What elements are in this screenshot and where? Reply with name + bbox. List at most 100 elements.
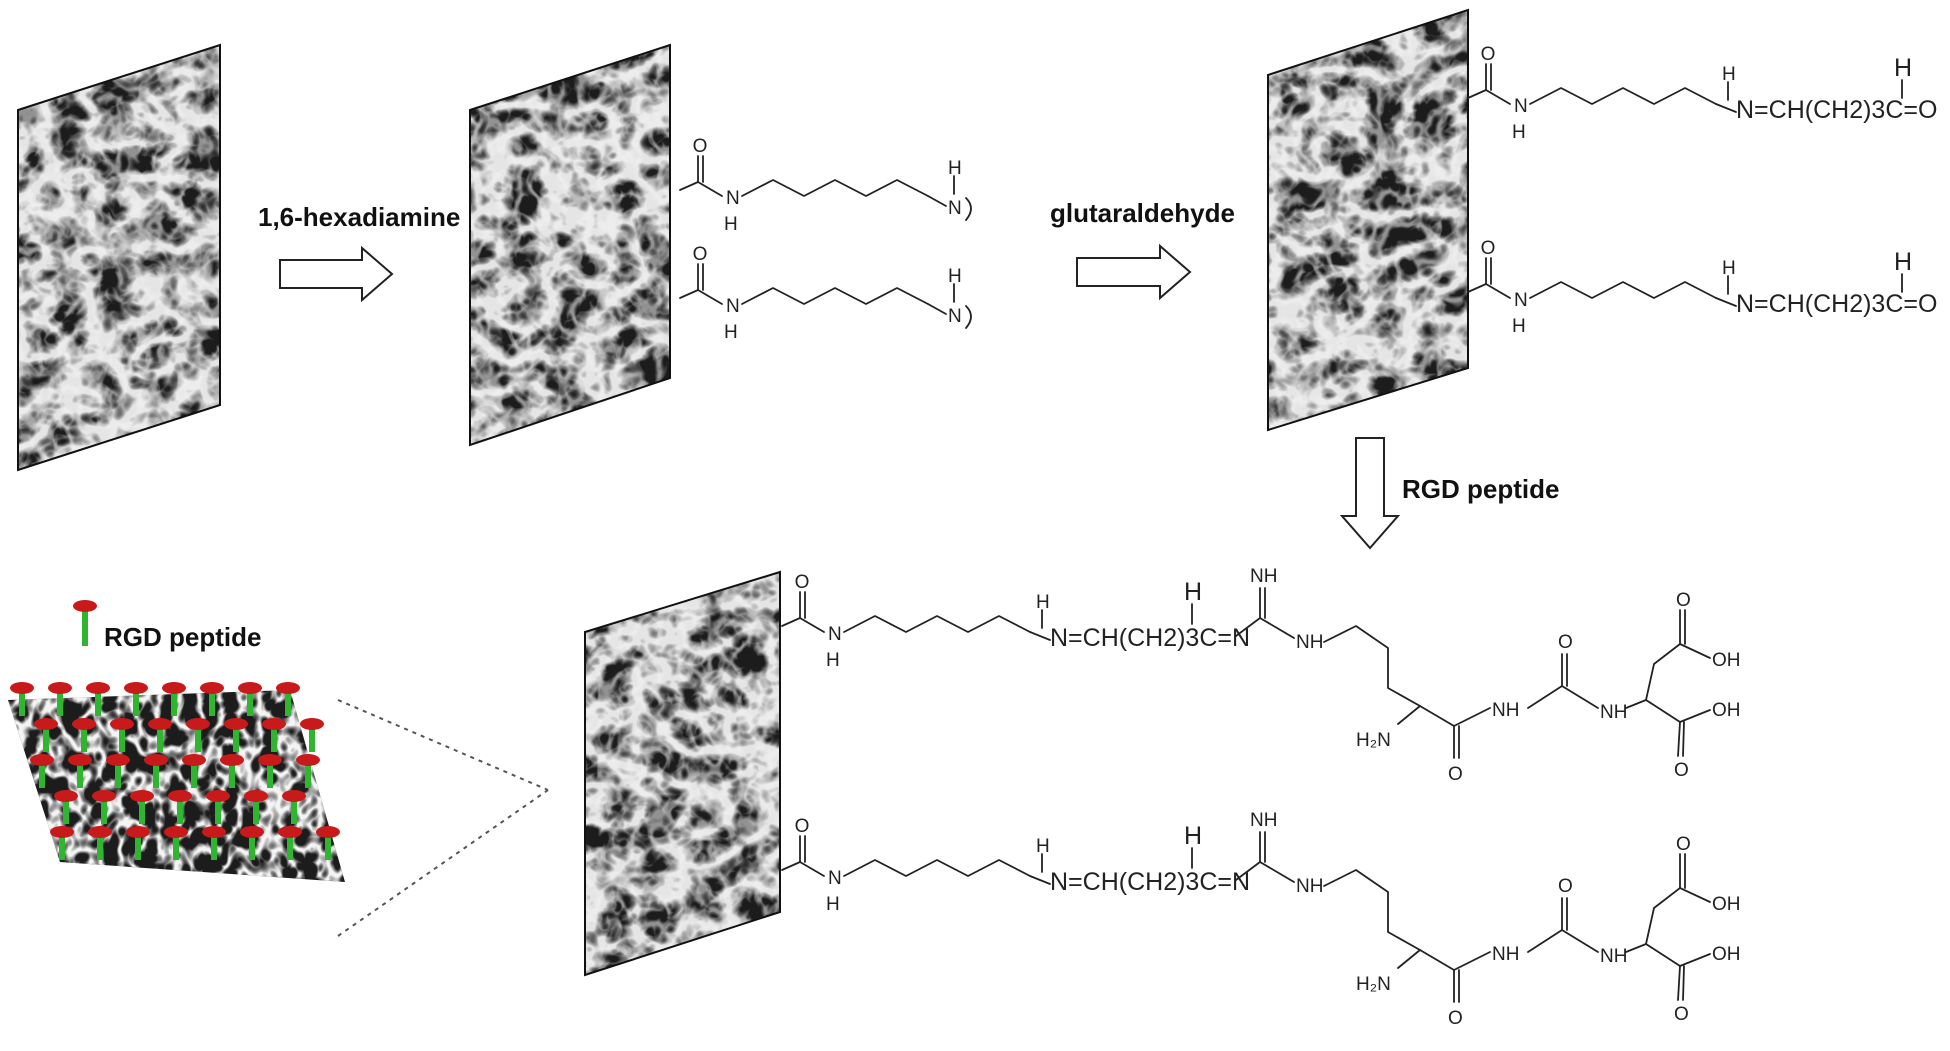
- aldehyde-bottom-carbonyl-o: O: [1481, 238, 1496, 259]
- amine-bottom-terminal-h: H: [948, 266, 962, 287]
- amine-top-terminal-h: H: [948, 158, 962, 179]
- step1-arrow: [279, 245, 394, 303]
- rgd-peptide-marker: [278, 826, 302, 860]
- rgd-peptide-marker: [144, 754, 168, 788]
- aldehyde-top-amide-h: H: [1512, 122, 1526, 143]
- rgd-peptide-marker: [296, 754, 320, 788]
- rgd-top-arg-nh2-bond: [1397, 705, 1421, 725]
- rgd-peptide-marker: [30, 754, 54, 788]
- rgd-peptide-marker: [182, 754, 206, 788]
- rgd-top-asp-o: O: [1674, 760, 1689, 781]
- rgd-bottom-arg-co-bond: [1419, 949, 1455, 971]
- amine-bottom-terminal-bond: [927, 303, 947, 315]
- rgd-top-carbonyl-o: O: [795, 572, 810, 593]
- rgd-peptide-marker: [186, 718, 210, 752]
- aldehyde-top-terminal-bond: [1715, 103, 1737, 113]
- rgd-bottom-gly-n-bond: [1453, 951, 1491, 971]
- rgd-top-terminal-bond: [1029, 631, 1051, 641]
- rgd-bottom-hexyl-chain: [843, 859, 1031, 877]
- rgd-top-asp-side-oh: OH: [1712, 650, 1741, 671]
- rgd-bottom-asp-co: [1677, 965, 1681, 1001]
- amine-top-amide-n: N: [726, 188, 740, 209]
- aldehyde-top-ald-h: H: [1894, 54, 1912, 82]
- rgd-bottom-asp-side-oh-bond: [1679, 887, 1711, 903]
- rgd-peptide-marker: [34, 718, 58, 752]
- rgd-peptide-marker: [202, 826, 226, 860]
- rgd-peptide-marker: [162, 682, 186, 716]
- rgd-bottom-asp-oh: OH: [1712, 944, 1741, 965]
- aldehyde-bottom-terminal-bond: [1715, 297, 1737, 307]
- amine-top-surface-bond: [679, 181, 699, 191]
- rgd-peptide-marker: [262, 718, 286, 752]
- rgd-bottom-gly-ch2: [1527, 929, 1563, 953]
- rgd-peptide-marker: [206, 790, 230, 824]
- rgd-bottom-asp-n-bond: [1561, 929, 1599, 953]
- rgd-top-ald-h: H: [1184, 578, 1202, 606]
- rgd-peptide-marker: [48, 682, 72, 716]
- aldehyde-bottom-amide-h: H: [1512, 316, 1526, 337]
- rgd-bottom-surface-bond: [781, 861, 801, 871]
- rgd-top-asp-sidechain: [1645, 643, 1681, 701]
- aldehyde-top-formula: N=CH(CH2)3C=O: [1736, 96, 1937, 124]
- amine-top-amide-h: H: [724, 214, 738, 235]
- amine-bottom-terminal-bracket: [965, 305, 972, 329]
- rgd-top-arg-nh2: H₂N: [1356, 730, 1391, 751]
- rgd-bottom-amide-h: H: [826, 894, 840, 915]
- rgd-bottom-gly-carbonyl-o: O: [1558, 876, 1573, 897]
- rgd-top-guan-bond: [1235, 617, 1261, 637]
- rgd-top-surface-bond: [781, 617, 801, 627]
- rgd-peptide-marker: [240, 826, 264, 860]
- rgd-top-guan-n-bond: [1259, 617, 1295, 639]
- aldehyde-top-amide-n: N: [1514, 96, 1528, 117]
- rgd-peptide-marker: [224, 718, 248, 752]
- rgd-peptide-marker: [50, 826, 74, 860]
- aldehyde-top-imine-h: H: [1722, 64, 1736, 85]
- rgd-bottom-asp-co-2: [1682, 965, 1685, 1001]
- rgd-top-gly-nh: NH: [1492, 700, 1519, 721]
- rgd-peptide-marker: [124, 682, 148, 716]
- rgd-bottom-asp-nh: NH: [1600, 946, 1627, 967]
- amine-top-carbonyl-o: O: [693, 136, 708, 157]
- rgd-bottom-amide-n: N: [828, 868, 842, 889]
- rgd-peptide-marker: [88, 826, 112, 860]
- rgd-bottom-asp-side-o: O: [1676, 834, 1691, 855]
- rgd-bottom-ald-h: H: [1184, 822, 1202, 850]
- aldehyde-bottom-amide-n: N: [1514, 290, 1528, 311]
- amine-bottom-amide-h: H: [724, 322, 738, 343]
- rgd-top-imine-h: H: [1036, 592, 1050, 613]
- aldehyde-bottom-surface-bond: [1467, 283, 1487, 293]
- rgd-peptide-marker: [86, 682, 110, 716]
- rgd-peptide-marker: [220, 754, 244, 788]
- rgd-peptide-marker: [68, 754, 92, 788]
- aldehyde-bottom-formula: N=CH(CH2)3C=O: [1736, 290, 1937, 318]
- mesh-panel-aminated: [469, 43, 671, 447]
- rgd-top-hexyl-chain: [843, 615, 1031, 633]
- rgd-top-asp-ca-bond: [1625, 699, 1647, 709]
- rgd-peptide-marker: [168, 790, 192, 824]
- rgd-top-asp-side-oh-bond: [1679, 643, 1711, 659]
- step3-label: RGD peptide: [1402, 474, 1559, 504]
- rgd-surface-inset: RGD peptide: [8, 600, 345, 882]
- rgd-bottom-arg-nh: NH: [1296, 876, 1323, 897]
- zoom-line-bottom: [337, 789, 549, 937]
- rgd-bottom-asp-o: O: [1674, 1004, 1689, 1025]
- rgd-bottom-asp-oh-bond: [1679, 953, 1711, 967]
- rgd-bottom-guan-n-bond: [1259, 861, 1295, 883]
- aldehyde-bottom-ald-h: H: [1894, 248, 1912, 276]
- amine-bottom-cn-bond: [697, 289, 723, 305]
- amine-bottom-terminal-n: N: [948, 306, 962, 327]
- rgd-bottom-arg-nh2-bond: [1397, 949, 1421, 969]
- rgd-peptide-marker: [54, 790, 78, 824]
- rgd-bottom-asp-side-oh: OH: [1712, 894, 1741, 915]
- rgd-peptide-marker: [164, 826, 188, 860]
- aldehyde-bottom-imine-h: H: [1722, 258, 1736, 279]
- zoom-line-top: [337, 699, 549, 791]
- amine-bottom-hexyl-chain: [741, 287, 929, 305]
- rgd-peptide-marker: [200, 682, 224, 716]
- rgd-bottom-asp-ca-bond: [1625, 943, 1647, 953]
- rgd-peptide-marker: [130, 790, 154, 824]
- step2-arrow: [1076, 243, 1192, 301]
- amine-bottom-carbonyl-o: O: [693, 244, 708, 265]
- rgd-top-arg-carbonyl-o: O: [1448, 764, 1463, 785]
- rgd-peptide-marker: [300, 718, 324, 752]
